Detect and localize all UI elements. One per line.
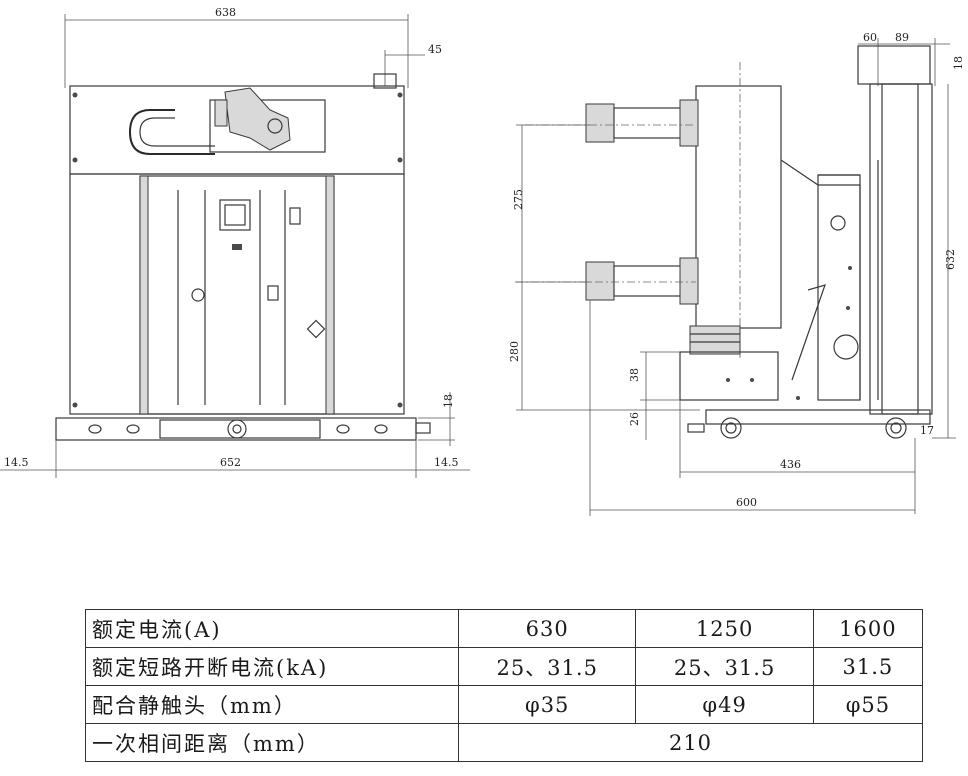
dim-top-a: 60 bbox=[863, 31, 877, 44]
value-cell-merged: 210 bbox=[458, 723, 923, 762]
table-row: 一次相间距离（mm） 210 bbox=[85, 723, 923, 762]
front-wheel bbox=[720, 417, 742, 439]
dim-overall-height: 632 bbox=[944, 249, 957, 270]
value-cell: 630 bbox=[457, 609, 637, 648]
dim-base-width: 652 bbox=[220, 456, 241, 469]
table-row: 额定短路开断电流(kA) 25、31.5 25、31.5 31.5 bbox=[85, 647, 924, 686]
param-cell: 配合静触头（mm） bbox=[85, 685, 459, 724]
dim-top-c: 18 bbox=[952, 56, 965, 70]
dim-right-margin: 14.5 bbox=[434, 456, 459, 469]
dim-overall-depth: 600 bbox=[736, 496, 757, 509]
rear-wheel bbox=[885, 417, 907, 439]
dim-plate-38: 38 bbox=[628, 368, 641, 382]
table-row: 额定电流(A) 630 1250 1600 bbox=[85, 609, 924, 648]
dim-left-margin: 14.5 bbox=[4, 456, 29, 469]
dim-base-length: 436 bbox=[780, 458, 801, 471]
value-cell: 25、31.5 bbox=[457, 647, 637, 686]
value-cell: 25、31.5 bbox=[635, 647, 814, 686]
dim-lower-height: 280 bbox=[508, 341, 521, 362]
side-view: 60 89 18 bbox=[508, 31, 965, 516]
spec-table: 额定电流(A) 630 1250 1600 额定短路开断电流(kA) 25、31… bbox=[85, 609, 924, 762]
side-frame bbox=[869, 83, 933, 415]
dim-foot-height: 18 bbox=[442, 394, 455, 408]
dim-wheel-17: 17 bbox=[920, 424, 934, 437]
mechanism-housing bbox=[209, 99, 326, 153]
dim-phase-spacing: 275 bbox=[512, 189, 525, 210]
value-cell: φ49 bbox=[635, 685, 814, 724]
front-view: 638 45 bbox=[0, 6, 470, 478]
table-row: 配合静触头（mm） φ35 φ49 φ55 bbox=[85, 685, 924, 724]
value-cell: φ55 bbox=[812, 685, 924, 724]
base-frame bbox=[55, 417, 417, 441]
value-cell: φ35 bbox=[457, 685, 637, 724]
dim-overall-width: 638 bbox=[215, 6, 236, 19]
dim-top-offset: 45 bbox=[428, 43, 442, 56]
dim-plate-26: 26 bbox=[628, 412, 641, 426]
pole-column bbox=[695, 85, 782, 329]
operating-lever bbox=[224, 87, 291, 151]
value-cell: 31.5 bbox=[812, 647, 924, 686]
param-cell: 额定短路开断电流(kA) bbox=[85, 647, 459, 686]
value-cell: 1600 bbox=[812, 609, 924, 648]
technical-drawing: 638 45 bbox=[0, 6, 965, 516]
value-cell: 1250 bbox=[635, 609, 814, 648]
dim-top-b: 89 bbox=[895, 31, 909, 44]
breaker-body bbox=[69, 173, 405, 415]
param-cell: 额定电流(A) bbox=[85, 609, 459, 648]
param-cell: 一次相间距离（mm） bbox=[85, 723, 459, 762]
